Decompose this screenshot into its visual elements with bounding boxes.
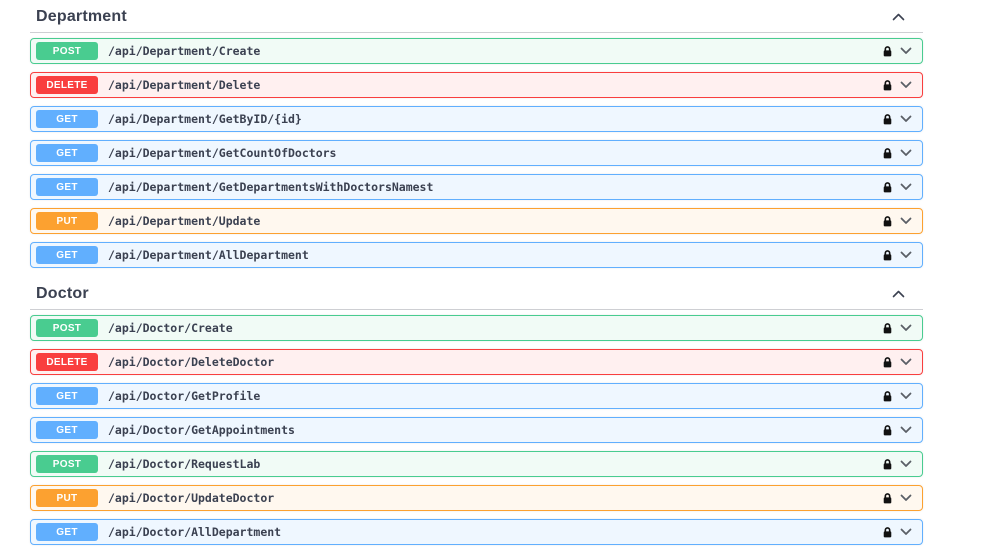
chevron-down-icon[interactable] <box>900 251 912 259</box>
method-badge: DELETE <box>36 353 98 371</box>
method-badge: POST <box>36 455 98 473</box>
endpoint-row[interactable]: PUT/api/Doctor/UpdateDoctor <box>30 485 923 511</box>
chevron-down-icon[interactable] <box>900 324 912 332</box>
lock-closed-icon[interactable] <box>882 322 893 335</box>
lock-closed-icon[interactable] <box>882 492 893 505</box>
method-badge: GET <box>36 523 98 541</box>
endpoint-path: /api/Department/GetDepartmentsWithDoctor… <box>108 180 434 194</box>
chevron-down-icon[interactable] <box>900 358 912 366</box>
chevron-down-icon[interactable] <box>900 494 912 502</box>
method-badge: POST <box>36 42 98 60</box>
endpoint-row[interactable]: POST/api/Department/Create <box>30 38 923 64</box>
lock-closed-icon[interactable] <box>882 424 893 437</box>
endpoint-path: /api/Department/Update <box>108 214 261 228</box>
method-badge: GET <box>36 421 98 439</box>
endpoint-path: /api/Doctor/GetAppointments <box>108 423 295 437</box>
chevron-down-icon[interactable] <box>900 392 912 400</box>
method-badge: DELETE <box>36 76 98 94</box>
endpoint-row[interactable]: GET/api/Department/GetCountOfDoctors <box>30 140 923 166</box>
endpoint-row[interactable]: GET/api/Department/AllDepartment <box>30 242 923 268</box>
method-badge: GET <box>36 110 98 128</box>
lock-closed-icon[interactable] <box>882 356 893 369</box>
endpoint-row[interactable]: GET/api/Doctor/GetProfile <box>30 383 923 409</box>
endpoint-path: /api/Doctor/UpdateDoctor <box>108 491 275 505</box>
chevron-down-icon[interactable] <box>900 81 912 89</box>
endpoint-row[interactable]: GET/api/Department/GetByID/{id} <box>30 106 923 132</box>
endpoint-path: /api/Doctor/GetProfile <box>108 389 261 403</box>
chevron-up-icon[interactable] <box>892 13 905 21</box>
chevron-down-icon[interactable] <box>900 217 912 225</box>
endpoint-row[interactable]: DELETE/api/Department/Delete <box>30 72 923 98</box>
lock-closed-icon[interactable] <box>882 458 893 471</box>
endpoint-row[interactable]: GET/api/Doctor/AllDepartment <box>30 519 923 545</box>
lock-closed-icon[interactable] <box>882 181 893 194</box>
chevron-down-icon[interactable] <box>900 183 912 191</box>
chevron-down-icon[interactable] <box>900 426 912 434</box>
lock-closed-icon[interactable] <box>882 45 893 58</box>
endpoint-path: /api/Doctor/DeleteDoctor <box>108 355 275 369</box>
endpoint-path: /api/Department/Create <box>108 44 261 58</box>
endpoint-row[interactable]: POST/api/Doctor/RequestLab <box>30 451 923 477</box>
endpoint-row[interactable]: POST/api/Doctor/Create <box>30 315 923 341</box>
chevron-up-icon[interactable] <box>892 290 905 298</box>
endpoint-row[interactable]: PUT/api/Department/Update <box>30 208 923 234</box>
lock-closed-icon[interactable] <box>882 390 893 403</box>
method-badge: GET <box>36 246 98 264</box>
lock-closed-icon[interactable] <box>882 526 893 539</box>
section-title: Doctor <box>36 285 89 302</box>
endpoint-row[interactable]: GET/api/Doctor/GetAppointments <box>30 417 923 443</box>
lock-closed-icon[interactable] <box>882 113 893 126</box>
endpoint-row[interactable]: GET/api/Department/GetDepartmentsWithDoc… <box>30 174 923 200</box>
chevron-down-icon[interactable] <box>900 149 912 157</box>
lock-closed-icon[interactable] <box>882 79 893 92</box>
method-badge: GET <box>36 387 98 405</box>
chevron-down-icon[interactable] <box>900 528 912 536</box>
endpoint-path: /api/Doctor/RequestLab <box>108 457 261 471</box>
lock-closed-icon[interactable] <box>882 249 893 262</box>
method-badge: PUT <box>36 489 98 507</box>
endpoint-row[interactable]: DELETE/api/Doctor/DeleteDoctor <box>30 349 923 375</box>
chevron-down-icon[interactable] <box>900 47 912 55</box>
method-badge: PUT <box>36 212 98 230</box>
endpoint-path: /api/Department/GetByID/{id} <box>108 112 302 126</box>
endpoint-path: /api/Department/Delete <box>108 78 261 92</box>
lock-closed-icon[interactable] <box>882 215 893 228</box>
endpoint-path: /api/Department/GetCountOfDoctors <box>108 146 337 160</box>
method-badge: POST <box>36 319 98 337</box>
section-header[interactable]: Department <box>30 6 923 33</box>
section-header[interactable]: Doctor <box>30 283 923 310</box>
endpoint-path: /api/Doctor/AllDepartment <box>108 525 282 539</box>
endpoint-path: /api/Doctor/Create <box>108 321 233 335</box>
endpoint-path: /api/Department/AllDepartment <box>108 248 309 262</box>
lock-closed-icon[interactable] <box>882 147 893 160</box>
chevron-down-icon[interactable] <box>900 115 912 123</box>
method-badge: GET <box>36 144 98 162</box>
chevron-down-icon[interactable] <box>900 460 912 468</box>
method-badge: GET <box>36 178 98 196</box>
section-title: Department <box>36 8 127 25</box>
